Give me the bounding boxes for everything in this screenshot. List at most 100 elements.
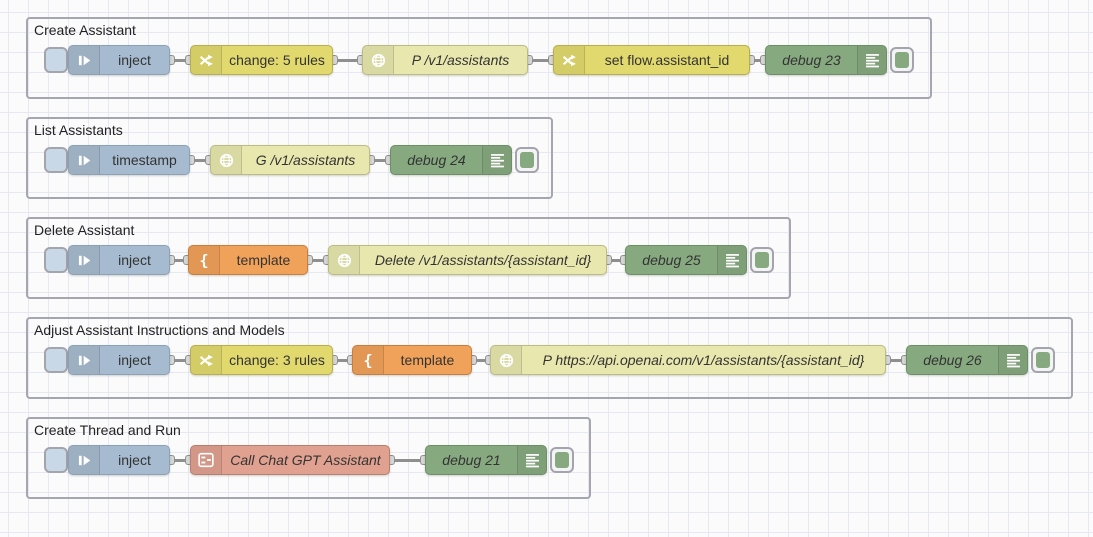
icon-region (491, 346, 522, 374)
wire[interactable] (528, 58, 553, 62)
icon-region (517, 446, 546, 474)
node-label: change: 5 rules (229, 52, 325, 68)
wire[interactable] (333, 58, 362, 62)
flow-group[interactable]: List Assistants (26, 117, 553, 199)
icon-region (329, 246, 360, 274)
wire[interactable] (170, 358, 190, 362)
node-label: debug 24 (407, 152, 466, 168)
icon-region (998, 346, 1027, 374)
group-title: Adjust Assistant Instructions and Models (34, 322, 285, 338)
wire[interactable] (170, 458, 190, 462)
node-http-request[interactable]: P /v1/assistants (362, 45, 528, 75)
inject-button[interactable] (44, 147, 68, 173)
debug-toggle-state (555, 452, 569, 468)
node-debug[interactable]: debug 23 (765, 45, 887, 75)
node-label: debug 21 (442, 452, 501, 468)
icon-region (554, 46, 585, 74)
node-subflow[interactable]: Call Chat GPT Assistant (190, 445, 390, 475)
wire[interactable] (472, 358, 490, 362)
globe-icon (219, 153, 234, 168)
debug-toggle-state (1036, 352, 1050, 368)
node-inject[interactable]: inject (68, 345, 170, 375)
icon-region (717, 246, 746, 274)
icon-region (211, 146, 242, 174)
debug-toggle-state (520, 152, 534, 168)
node-label: inject (118, 452, 151, 468)
node-change[interactable]: set flow.assistant_id (553, 45, 750, 75)
debug-toggle-button[interactable] (750, 247, 774, 273)
curly-brace-icon: { (196, 252, 212, 268)
node-label: P /v1/assistants (411, 52, 510, 68)
wire[interactable] (886, 358, 906, 362)
node-debug[interactable]: debug 26 (906, 345, 1028, 375)
subflow-icon (198, 452, 214, 468)
node-label: Delete /v1/assistants/{assistant_id} (374, 252, 592, 268)
shuffle-icon (199, 353, 214, 368)
flow-group[interactable]: Delete Assistant (26, 217, 791, 299)
inject-button[interactable] (44, 47, 68, 73)
node-debug[interactable]: debug 25 (625, 245, 747, 275)
node-label: P https://api.openai.com/v1/assistants/{… (542, 352, 865, 368)
icon-region (191, 446, 222, 474)
node-http-request[interactable]: P https://api.openai.com/v1/assistants/{… (490, 345, 886, 375)
inject-button[interactable] (44, 347, 68, 373)
node-template[interactable]: {template (188, 245, 308, 275)
node-label: debug 26 (923, 352, 982, 368)
shuffle-icon (562, 53, 577, 68)
inject-button[interactable] (44, 247, 68, 273)
curly-brace-icon: { (360, 352, 376, 368)
inject-arrow-icon (77, 253, 92, 268)
icon-region (69, 146, 100, 174)
node-http-request[interactable]: G /v1/assistants (210, 145, 370, 175)
wire[interactable] (333, 358, 352, 362)
icon-region (69, 246, 100, 274)
node-change[interactable]: change: 3 rules (190, 345, 333, 375)
wire[interactable] (170, 58, 190, 62)
wire[interactable] (750, 58, 765, 62)
wire[interactable] (607, 258, 625, 262)
node-template[interactable]: {template (352, 345, 472, 375)
debug-toggle-button[interactable] (890, 47, 914, 73)
node-label: inject (118, 52, 151, 68)
node-http-request[interactable]: Delete /v1/assistants/{assistant_id} (328, 245, 607, 275)
node-inject[interactable]: timestamp (68, 145, 190, 175)
svg-text:{: { (199, 252, 208, 268)
debug-toggle-state (755, 252, 769, 268)
icon-region (363, 46, 394, 74)
debug-toggle-button[interactable] (550, 447, 574, 473)
inject-button[interactable] (44, 447, 68, 473)
node-label: change: 3 rules (229, 352, 325, 368)
node-change[interactable]: change: 5 rules (190, 45, 333, 75)
flow-group[interactable]: Create Assistant (26, 17, 932, 99)
shuffle-icon (199, 53, 214, 68)
debug-toggle-button[interactable] (1031, 347, 1055, 373)
node-debug[interactable]: debug 24 (390, 145, 512, 175)
flow-group[interactable]: Adjust Assistant Instructions and Models (26, 317, 1073, 399)
debug-toggle-button[interactable] (515, 147, 539, 173)
icon-region: { (189, 246, 220, 274)
icon-region (69, 446, 100, 474)
wire[interactable] (390, 458, 425, 462)
group-title: Create Thread and Run (34, 422, 181, 438)
flow-group[interactable]: Create Thread and Run (26, 417, 591, 499)
node-debug[interactable]: debug 21 (425, 445, 547, 475)
icon-region (482, 146, 511, 174)
wire[interactable] (308, 258, 328, 262)
group-title: List Assistants (34, 122, 123, 138)
node-inject[interactable]: inject (68, 445, 170, 475)
debug-list-icon (525, 453, 540, 468)
debug-list-icon (865, 53, 880, 68)
wire[interactable] (170, 258, 188, 262)
node-inject[interactable]: inject (68, 45, 170, 75)
inject-arrow-icon (77, 353, 92, 368)
group-title: Delete Assistant (34, 222, 135, 238)
icon-region: { (353, 346, 384, 374)
wire[interactable] (190, 158, 210, 162)
wire[interactable] (370, 158, 390, 162)
node-inject[interactable]: inject (68, 245, 170, 275)
inject-arrow-icon (77, 453, 92, 468)
debug-list-icon (490, 153, 505, 168)
node-label: debug 25 (642, 252, 701, 268)
globe-icon (499, 353, 514, 368)
